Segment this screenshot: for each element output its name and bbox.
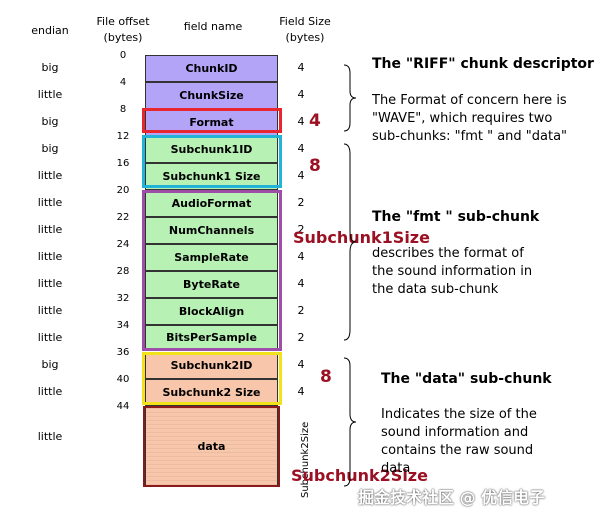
size-label: 2 <box>297 196 305 209</box>
format-highlight-box <box>142 108 282 133</box>
endian-label: little <box>37 304 63 317</box>
endian-label: little <box>37 385 63 398</box>
format-size-annotation: 4 <box>309 111 321 131</box>
size-label: 4 <box>297 169 305 182</box>
offset-label: 40 <box>116 374 130 385</box>
offset-label: 16 <box>116 158 130 169</box>
endian-label: little <box>37 277 63 290</box>
offset-label: 0 <box>119 50 127 61</box>
size-label: 4 <box>297 115 305 128</box>
offset-label: 44 <box>116 401 130 412</box>
fmt-brace <box>343 143 357 341</box>
field-subchunk2id: Subchunk2ID <box>145 352 278 379</box>
riff-title: The "RIFF" chunk descriptor <box>372 56 594 72</box>
fmt-description: describes the format of the sound inform… <box>372 246 533 297</box>
field-numchannels: NumChannels <box>145 217 278 244</box>
offset-label: 12 <box>116 131 130 142</box>
offset-label: 22 <box>116 212 130 223</box>
field-subchunk1id: Subchunk1ID <box>145 136 278 163</box>
endian-label: little <box>37 169 63 182</box>
riff-description: The Format of concern here is "WAVE", wh… <box>372 93 568 144</box>
offset-header-line1: File offset <box>96 15 150 28</box>
subchunk1-header-highlight-box <box>142 135 282 188</box>
data-size-vertical-label: Subchunk2Size <box>300 421 311 498</box>
size-label: 4 <box>297 61 305 74</box>
offset-header-line2: (bytes) <box>103 31 143 44</box>
offset-label: 28 <box>116 266 130 277</box>
riff-brace <box>343 64 357 132</box>
endian-header: endian <box>31 24 69 37</box>
offset-label: 34 <box>116 320 130 331</box>
size-label: 4 <box>297 385 305 398</box>
endian-label: little <box>37 430 63 443</box>
data-title: The "data" sub-chunk <box>381 371 552 387</box>
watermark: 掘金技术社区 @ 优信电子 <box>358 488 546 507</box>
endian-label: big <box>41 61 59 74</box>
field-size-header: Field Size (bytes) <box>270 14 340 46</box>
endian-label: big <box>41 358 59 371</box>
offset-header: File offset (bytes) <box>88 14 158 46</box>
offset-label: 36 <box>116 347 130 358</box>
data-brace <box>343 357 357 487</box>
endian-label: little <box>37 250 63 263</box>
field-chunkid: ChunkID <box>145 55 278 82</box>
data-description: Indicates the size of the sound informat… <box>381 407 537 472</box>
field-samplerate: SampleRate <box>145 244 278 271</box>
subchunk1-header-size-annotation: 8 <box>309 156 321 176</box>
endian-label: little <box>37 331 63 344</box>
offset-label: 8 <box>119 104 127 115</box>
fmt-body-highlight-box <box>142 190 282 351</box>
endian-label: big <box>41 142 59 155</box>
offset-label: 24 <box>116 239 130 250</box>
size-label: 4 <box>297 277 305 290</box>
field-blockalign: BlockAlign <box>145 298 278 325</box>
field-byterate: ByteRate <box>145 271 278 298</box>
size-header-line2: (bytes) <box>285 31 325 44</box>
size-label: 2 <box>297 304 305 317</box>
endian-label: little <box>37 196 63 209</box>
size-header-line1: Field Size <box>279 15 331 28</box>
endian-label: little <box>37 88 63 101</box>
size-label: 2 <box>297 331 305 344</box>
data-highlight-box <box>143 406 280 487</box>
field-name-header: field name <box>183 20 243 33</box>
field-subchunk2size: Subchunk2 Size <box>145 379 278 406</box>
subchunk2-header-highlight-box <box>142 352 282 405</box>
field-data: data <box>145 406 278 486</box>
endian-label: little <box>37 223 63 236</box>
field-chunksize: ChunkSize <box>145 82 278 109</box>
offset-label: 20 <box>116 185 130 196</box>
offset-label: 32 <box>116 293 130 304</box>
offset-label: 4 <box>119 77 127 88</box>
size-label: 4 <box>297 142 305 155</box>
size-label: 4 <box>297 88 305 101</box>
endian-label: big <box>41 115 59 128</box>
size-label: 2 <box>297 223 305 236</box>
subchunk2-header-size-annotation: 8 <box>320 367 332 387</box>
subchunk2size-annotation: Subchunk2Size <box>291 466 428 485</box>
size-label: 4 <box>297 358 305 371</box>
fmt-title: The "fmt " sub-chunk <box>372 209 540 225</box>
subchunk1size-annotation: Subchunk1Size <box>293 228 430 247</box>
size-label: 4 <box>297 250 305 263</box>
field-bitspersample: BitsPerSample <box>145 325 278 350</box>
